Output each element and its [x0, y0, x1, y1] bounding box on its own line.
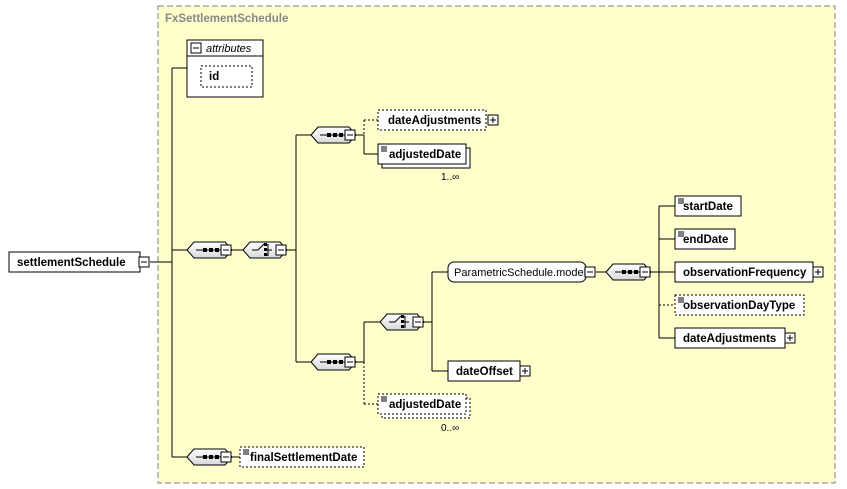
dateAdjustments-inner-label: dateAdjustments [683, 333, 776, 345]
collapse-sequence-main-button[interactable] [220, 244, 232, 256]
attributes-label: attributes [206, 43, 252, 55]
element-observationDayType[interactable]: observationDayType [674, 294, 805, 316]
root-element-settlementSchedule[interactable]: settlementSchedule [8, 251, 141, 273]
attributes-box: attributes id [186, 39, 264, 98]
collapse-parametric-group-button[interactable] [584, 266, 596, 278]
group-ParametricSchedule-model[interactable]: ParametricSchedule.model [447, 261, 587, 283]
root-element-label: settlementSchedule [17, 257, 126, 269]
collapse-sequence-parametric-button[interactable] [639, 266, 651, 278]
element-adjustedDate-bottom[interactable]: adjustedDate [377, 393, 471, 419]
collapse-root-button[interactable] [138, 256, 150, 268]
connector-lines [150, 67, 675, 458]
finalSettlementDate-label: finalSettlementDate [250, 452, 357, 464]
element-startDate[interactable]: startDate [674, 195, 742, 217]
expand-dateAdjustments-inner-button[interactable] [784, 332, 796, 344]
startDate-label: startDate [683, 201, 733, 213]
endDate-label: endDate [683, 234, 728, 246]
adjustedDate-bottom-occurrence: 0..∞ [441, 423, 459, 434]
element-dateAdjustments-inner[interactable]: dateAdjustments [674, 327, 786, 349]
parametric-group-label: ParametricSchedule.model [454, 267, 586, 279]
attribute-id[interactable]: id [200, 65, 253, 88]
expand-dateAdjustments-top-button[interactable] [487, 114, 499, 126]
element-observationFrequency[interactable]: observationFrequency [674, 261, 814, 283]
element-dateOffset[interactable]: dateOffset [447, 360, 521, 382]
element-adjustedDate-top[interactable]: adjustedDate [377, 143, 471, 169]
expand-observationFrequency-button[interactable] [812, 266, 824, 278]
dateOffset-label: dateOffset [456, 366, 513, 378]
adjustedDate-top-occurrence: 1..∞ [441, 172, 459, 183]
adjustedDate-top-label: adjustedDate [389, 149, 461, 161]
element-dateAdjustments-top[interactable]: dateAdjustments [377, 109, 487, 131]
dateAdjustments-top-label: dateAdjustments [388, 115, 481, 127]
element-endDate[interactable]: endDate [674, 228, 736, 250]
expand-dateOffset-button[interactable] [519, 365, 531, 377]
collapse-sequence-bottom-button[interactable] [220, 451, 232, 463]
collapse-choice-button[interactable] [275, 244, 287, 256]
collapse-choice-inner-button[interactable] [412, 316, 424, 328]
collapse-sequence-lower-button[interactable] [344, 356, 356, 368]
attribute-id-label: id [209, 71, 219, 83]
collapse-attributes-button[interactable] [190, 42, 202, 54]
adjustedDate-bottom-label: adjustedDate [389, 399, 461, 411]
observationFrequency-label: observationFrequency [683, 267, 807, 279]
observationDayType-label: observationDayType [683, 300, 795, 312]
complex-type-title: FxSettlementSchedule [165, 13, 288, 25]
element-finalSettlementDate[interactable]: finalSettlementDate [239, 446, 365, 468]
collapse-sequence-upper-button[interactable] [344, 129, 356, 141]
